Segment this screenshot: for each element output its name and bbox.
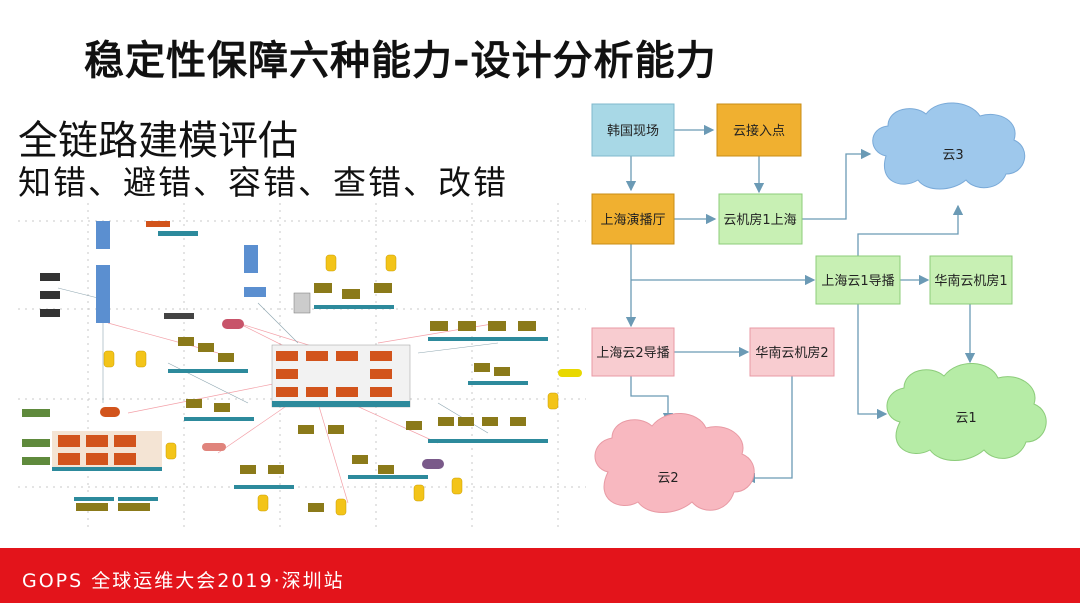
node-south-room1-label: 华南云机房1 — [934, 273, 1007, 289]
slide-title: 稳定性保障六种能力-设计分析能力 — [84, 38, 717, 84]
node-korea-site-label: 韩国现场 — [607, 124, 659, 139]
cloud-1: 云1 — [886, 363, 1047, 461]
slide-subtitle-principles: 知错、避错、容错、查错、改错 — [18, 163, 508, 202]
cloud-1-label: 云1 — [955, 411, 976, 426]
node-cloud-access-label: 云接入点 — [733, 123, 785, 139]
footer-event-label: GOPS 全球运维大会2019·深圳站 — [22, 570, 345, 592]
node-shanghai-hall: 上海演播厅 — [591, 193, 675, 245]
node-shanghai-cloud2: 上海云2导播 — [591, 327, 675, 377]
node-shanghai-cloud1: 上海云1导播 — [815, 255, 901, 305]
node-south-room2-label: 华南云机房2 — [755, 345, 828, 361]
broadcast-topology-diagram: 云3 云1 云2 韩国现场 云接入点 上海演播厅 云机房1上海 上海云1导播 华… — [591, 102, 1047, 513]
node-shanghai-room: 云机房1上海 — [718, 193, 803, 245]
cloud-2: 云2 — [594, 413, 755, 513]
node-cloud-access: 云接入点 — [716, 103, 802, 157]
node-shanghai-hall-label: 上海演播厅 — [600, 212, 665, 228]
cloud-3: 云3 — [872, 102, 1026, 190]
node-shanghai-room-label: 云机房1上海 — [723, 212, 796, 228]
cloud-3-label: 云3 — [942, 148, 963, 163]
node-korea-site: 韩国现场 — [591, 103, 675, 157]
cloud-2-label: 云2 — [657, 471, 678, 486]
node-shanghai-cloud2-label: 上海云2导播 — [596, 346, 669, 361]
node-shanghai-cloud1-label: 上海云1导播 — [821, 274, 894, 289]
node-south-room1: 华南云机房1 — [929, 255, 1013, 305]
footer-bar — [0, 548, 1080, 603]
topology-model-image — [18, 203, 586, 528]
slide-subtitle: 全链路建模评估 — [18, 118, 298, 164]
node-south-room2: 华南云机房2 — [749, 327, 835, 377]
